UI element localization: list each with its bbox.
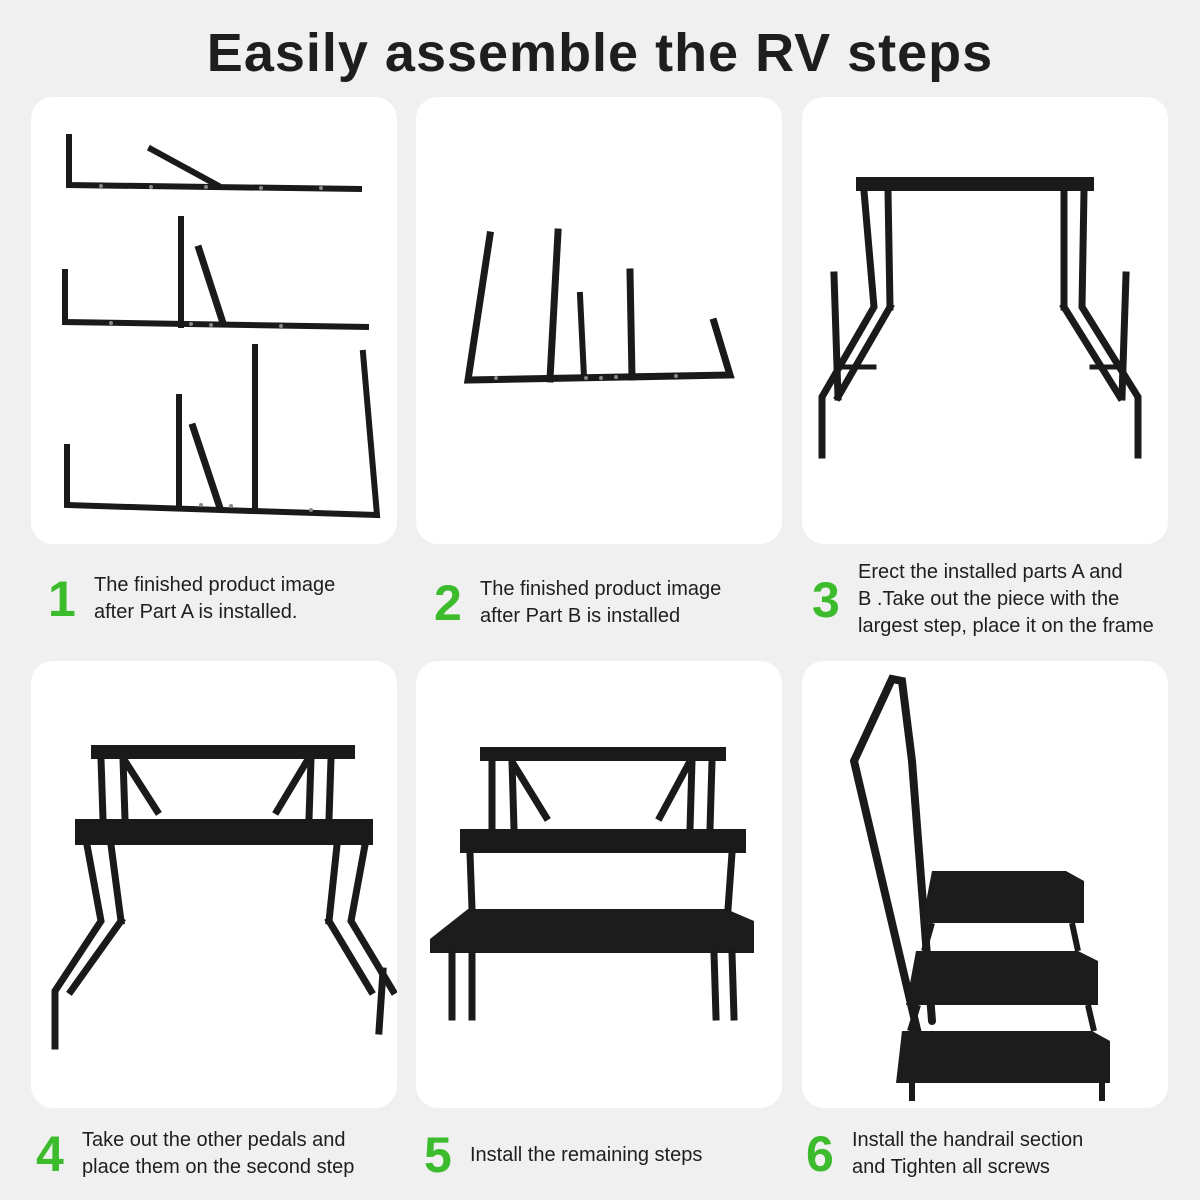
step-6-caption: 6 Install the handrail section and Tight… [806,1127,1083,1181]
step-2-image-card [416,97,782,544]
erected-frame-image [818,177,1142,459]
step-4-number: 4 [36,1126,64,1182]
step-6-image-card [802,661,1168,1108]
handrail-steps-image [850,674,1110,1101]
part-b-frame-image [463,228,735,384]
step-3-number: 3 [812,571,840,628]
step-1-image-card [31,97,397,544]
step-6-number: 6 [806,1126,834,1182]
step-3-description: Erect the installed parts A and B .Take … [858,561,1154,637]
step-1-caption: 1 The finished product image after Part … [48,572,335,626]
step-2-description: The finished product image after Part B … [480,578,722,627]
step-3-image-card [802,97,1168,544]
step-4-image-card [31,661,397,1108]
step-1-description: The finished product image after Part A … [94,574,336,623]
three-step-image [430,747,754,1021]
step-5-description: Install the remaining steps [470,1143,703,1166]
step-5-number: 5 [424,1127,452,1183]
step-3-caption: 3 Erect the installed parts A and B .Tak… [812,559,1154,640]
step-2-number: 2 [434,575,462,631]
step-5-caption: 5 Install the remaining steps [424,1130,702,1180]
step-4-description: Take out the other pedals and place them… [82,1129,355,1178]
step-6-description: Install the handrail section and Tighten… [852,1129,1084,1178]
step-1-number: 1 [48,571,76,627]
step-5-image-card [416,661,782,1108]
step-2-caption: 2 The finished product image after Part … [434,576,721,630]
part-a-frame-image [62,134,381,519]
step-4-caption: 4 Take out the other pedals and place th… [36,1127,354,1181]
two-step-image [51,745,397,1050]
page-title: Easily assemble the RV steps [206,23,994,83]
